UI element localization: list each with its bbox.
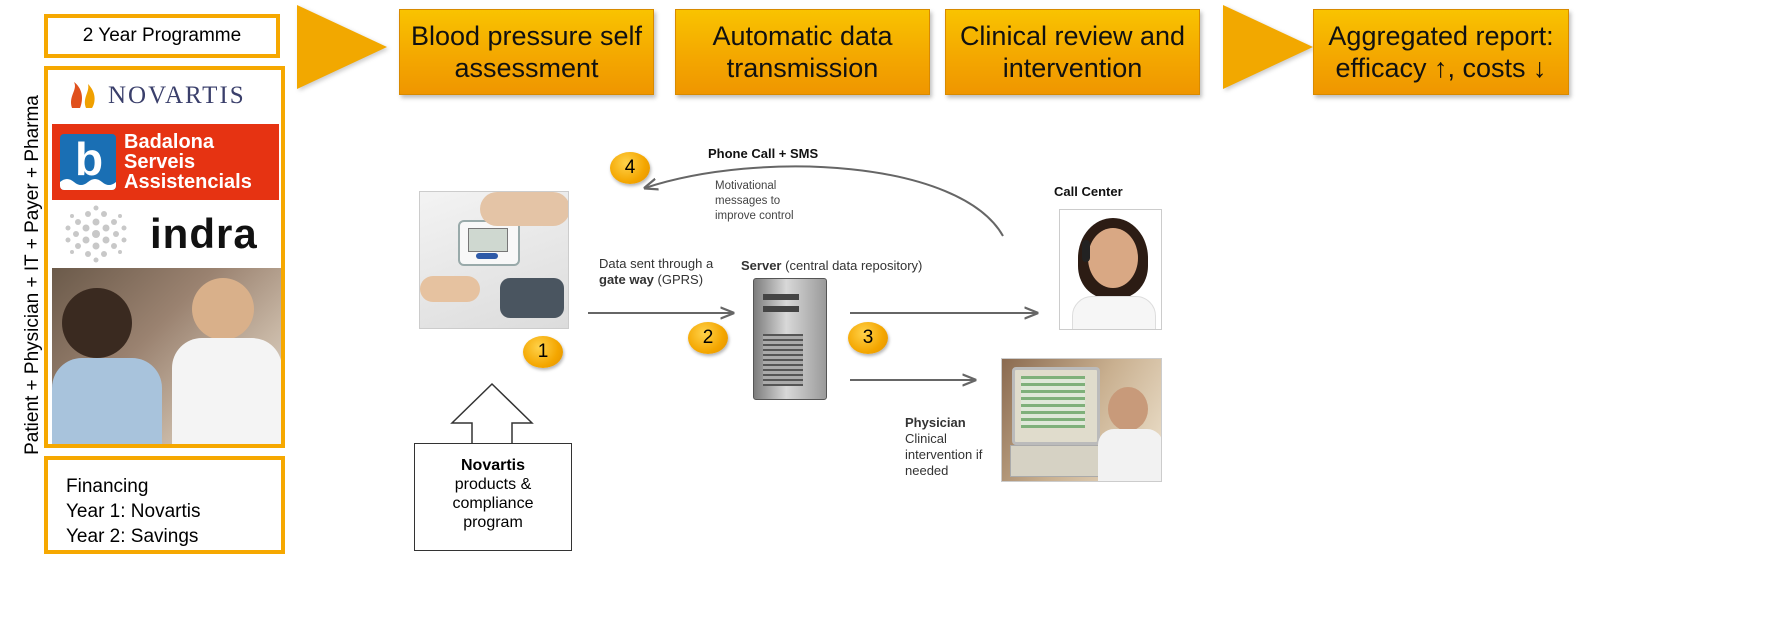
chevron-arrow-2 bbox=[1223, 5, 1313, 89]
call-center-label: Call Center bbox=[1054, 184, 1123, 199]
badalona-line2: Serveis bbox=[124, 151, 196, 173]
step-badge-1: 1 bbox=[523, 336, 563, 368]
novartis-logo: NOVARTIS bbox=[48, 70, 281, 122]
server-icon bbox=[743, 278, 839, 404]
step-clinical-review: Clinical review and intervention bbox=[945, 9, 1200, 95]
financing-year1: Year 1: Novartis bbox=[66, 501, 201, 522]
step-badge-4: 4 bbox=[610, 152, 650, 184]
indra-logo: indra bbox=[48, 202, 281, 266]
financing-year2: Year 2: Savings bbox=[66, 526, 199, 547]
financing-box: Financing Year 1: Novartis Year 2: Savin… bbox=[44, 456, 285, 554]
financing-title: Financing bbox=[66, 476, 149, 497]
partners-panel: NOVARTIS b Badalona Serveis Assistencial… bbox=[44, 66, 285, 448]
step-data-transmission-label: Automatic data transmission bbox=[712, 21, 893, 83]
badalona-line3: Assistencials bbox=[124, 171, 252, 193]
physician-photo bbox=[1001, 358, 1162, 482]
novartis-wordmark: NOVARTIS bbox=[108, 82, 246, 109]
physician-label: Physician Clinical intervention if neede… bbox=[905, 415, 983, 478]
novartis-program-box: Novartis products & compliance program bbox=[414, 443, 572, 551]
badalona-logo: b Badalona Serveis Assistencials bbox=[52, 124, 279, 200]
programme-label-box: 2 Year Programme bbox=[44, 14, 280, 58]
server-label: Server (central data repository) bbox=[741, 258, 923, 273]
up-arrow-outline bbox=[450, 382, 534, 445]
badalona-line1: Badalona bbox=[124, 131, 215, 153]
step-data-transmission: Automatic data transmission bbox=[675, 9, 930, 95]
novartis-program-title: Novartis bbox=[460, 457, 526, 474]
doctor-patient-photo bbox=[52, 268, 281, 444]
programme-label: 2 Year Programme bbox=[82, 25, 242, 46]
step-badge-3: 3 bbox=[848, 322, 888, 354]
indra-wordmark: indra bbox=[150, 210, 258, 257]
phone-call-label: Phone Call + SMS bbox=[708, 146, 819, 161]
step-aggregated-report-label: Aggregated report: efficacy ↑, costs ↓ bbox=[1328, 21, 1554, 83]
novartis-flame-icon bbox=[71, 82, 95, 108]
step-clinical-review-label: Clinical review and intervention bbox=[959, 21, 1186, 83]
bp-device-photo bbox=[419, 191, 569, 329]
novartis-program-desc: products & compliance program bbox=[452, 476, 534, 531]
step-badge-2: 2 bbox=[688, 322, 728, 354]
data-sent-label: Data sent through a gate way (GPRS) bbox=[599, 256, 714, 287]
step-aggregated-report: Aggregated report: efficacy ↑, costs ↓ bbox=[1313, 9, 1569, 95]
chevron-arrow-1 bbox=[297, 5, 387, 89]
badalona-b-icon: b bbox=[60, 134, 116, 190]
step-blood-pressure-label: Blood pressure self assessment bbox=[410, 21, 643, 83]
motivational-label: Motivational messages to improve control bbox=[715, 180, 794, 222]
step-blood-pressure: Blood pressure self assessment bbox=[399, 9, 654, 95]
call-center-photo bbox=[1059, 209, 1162, 330]
return-arrow-curve bbox=[645, 165, 1004, 237]
indra-dots-icon bbox=[65, 205, 127, 263]
